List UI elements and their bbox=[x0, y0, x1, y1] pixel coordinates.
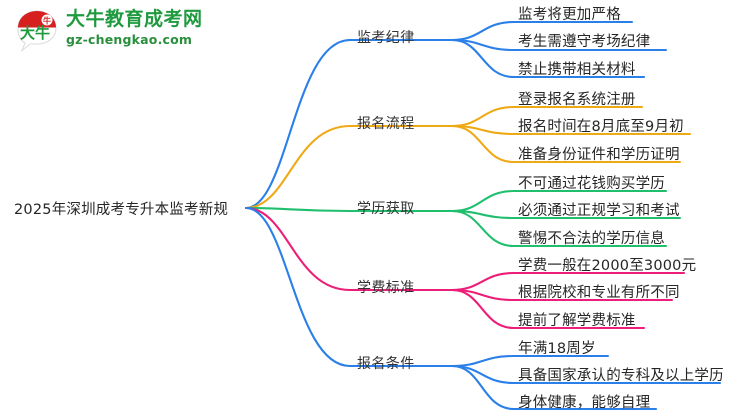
leaf-0-1[interactable]: 考生需遵守考场纪律 bbox=[518, 34, 651, 50]
leaf-3-2[interactable]: 提前了解学费标准 bbox=[518, 313, 636, 329]
connector-path bbox=[450, 209, 516, 248]
connector-path bbox=[450, 364, 516, 385]
connector-path bbox=[450, 288, 516, 302]
leaf-0-2[interactable]: 禁止携带相关材料 bbox=[518, 62, 636, 78]
leaf-2-2[interactable]: 警惕不合法的学历信息 bbox=[518, 231, 665, 247]
connector-path bbox=[244, 206, 352, 292]
leaf-1-1[interactable]: 报名时间在8月底至9月初 bbox=[518, 119, 684, 135]
leaf-4-0[interactable]: 年满18周岁 bbox=[518, 341, 596, 357]
connector-path bbox=[450, 354, 516, 368]
leaf-2-0[interactable]: 不可通过花钱购买学历 bbox=[518, 176, 665, 192]
leaf-0-0[interactable]: 监考将更加严格 bbox=[518, 7, 621, 23]
logo-site-name: 大牛教育成考网 bbox=[66, 8, 203, 30]
branch-label-1[interactable]: 报名流程 bbox=[357, 116, 415, 132]
site-logo: 大牛 牛 大牛教育成考网 gz-chengkao.com bbox=[14, 6, 202, 56]
connector-path bbox=[450, 271, 516, 292]
branch-label-4[interactable]: 报名条件 bbox=[357, 356, 415, 372]
connector-path bbox=[244, 124, 352, 210]
branch-label-2[interactable]: 学历获取 bbox=[357, 201, 415, 217]
logo-mark-icon: 大牛 牛 bbox=[14, 8, 60, 53]
leaf-3-1[interactable]: 根据院校和专业有所不同 bbox=[518, 285, 680, 301]
connector-path bbox=[244, 206, 352, 368]
connector-path bbox=[244, 206, 352, 213]
leaf-2-1[interactable]: 必须通过正规学习和考试 bbox=[518, 203, 680, 219]
leaf-4-2[interactable]: 身体健康，能够自理 bbox=[518, 395, 651, 411]
connector-path bbox=[450, 20, 516, 42]
connector-path bbox=[450, 288, 516, 330]
svg-text:牛: 牛 bbox=[43, 16, 51, 26]
leaf-4-1[interactable]: 具备国家承认的专科及以上学历 bbox=[518, 368, 724, 384]
leaf-3-0[interactable]: 学费一般在2000至3000元 bbox=[518, 258, 697, 274]
connector-path bbox=[450, 209, 516, 220]
connector-path bbox=[450, 189, 516, 213]
logo-text-block: 大牛教育成考网 gz-chengkao.com bbox=[66, 8, 203, 48]
logo-bubble-icon: 大牛 牛 bbox=[17, 10, 57, 53]
connector-path bbox=[450, 124, 516, 136]
connector-path bbox=[450, 38, 516, 52]
connector-path bbox=[450, 364, 516, 410]
connector-path bbox=[244, 38, 352, 210]
leaf-1-0[interactable]: 登录报名系统注册 bbox=[518, 92, 636, 108]
leaf-1-2[interactable]: 准备身份证件和学历证明 bbox=[518, 147, 680, 163]
connector-path bbox=[450, 105, 516, 128]
root-node-label: 2025年深圳成考专升本监考新规 bbox=[14, 202, 229, 218]
svg-text:大牛: 大牛 bbox=[20, 24, 50, 42]
branch-label-0[interactable]: 监考纪律 bbox=[357, 30, 415, 46]
connector-path bbox=[450, 38, 516, 79]
branch-label-3[interactable]: 学费标准 bbox=[357, 280, 415, 296]
connector-path bbox=[450, 124, 516, 164]
logo-site-url: gz-chengkao.com bbox=[66, 32, 193, 47]
